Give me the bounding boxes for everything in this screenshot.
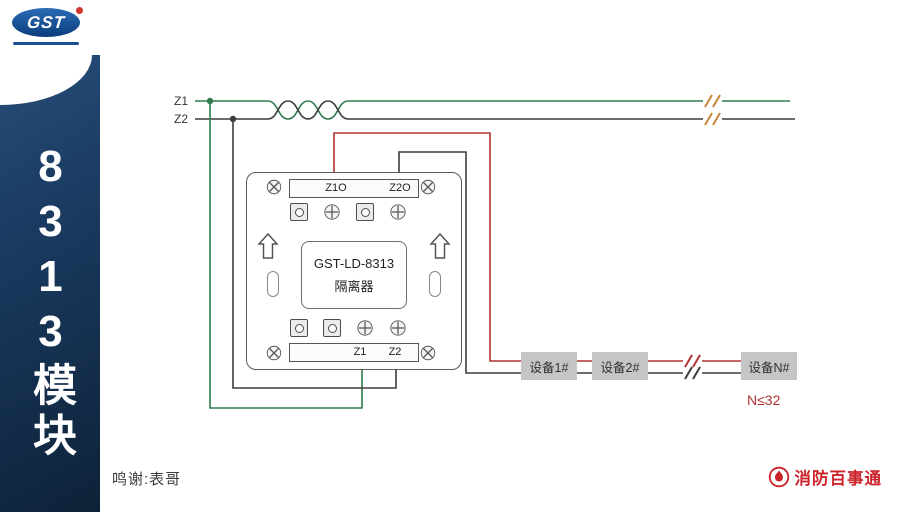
screw-hole [327, 323, 337, 333]
terminal-screw-cross-icon [357, 320, 373, 336]
device-box-1: 设备1# [521, 352, 577, 380]
module-type: 隔离器 [334, 278, 374, 294]
twisted-pair-green [267, 100, 349, 120]
screw-hole [360, 207, 370, 217]
corner-screw-icon [420, 345, 436, 361]
brand-logo: 消防百事通 [768, 465, 883, 489]
terminal-screw-cross-icon [390, 320, 406, 336]
top-terminal-bar: Z1O Z2O [289, 179, 419, 198]
bottom-terminal-bar: Z1 Z2 [289, 343, 419, 362]
logo-subtext-bar [13, 42, 79, 45]
bus-label-z1: Z1 [173, 94, 188, 108]
device-box-2: 设备2# [592, 352, 648, 380]
gst-logo-text: GST [26, 12, 67, 32]
gst-logo-oval: GST [12, 8, 80, 37]
credit-text: 鸣谢:表哥 [112, 471, 182, 488]
terminal-label-z2o: Z2O [389, 182, 411, 194]
sidebar-curve [0, 55, 92, 105]
chain-dark-break-mark [684, 366, 701, 380]
z2-break-mark [704, 112, 721, 126]
up-arrow-icon [257, 232, 279, 259]
mount-slot [429, 271, 441, 297]
mount-slot [267, 271, 279, 297]
z1-junction-dot [206, 97, 214, 105]
terminal-screw-box [323, 319, 341, 337]
screw-hole [294, 207, 304, 217]
device-count-note: N≤32 [747, 392, 781, 408]
module-model: GST-LD-8313 [313, 255, 395, 271]
gst-logo: GST [0, 0, 100, 55]
isolator-module: Z1O Z2O GST-LD-8313 隔离器 [246, 172, 462, 370]
bus-label-z2: Z2 [173, 112, 188, 126]
terminal-screw-box [356, 203, 374, 221]
z1-break-mark [704, 94, 721, 108]
screw-hole [294, 323, 304, 333]
terminal-label-z1o: Z1O [325, 182, 347, 194]
device-box-n: 设备N# [741, 352, 797, 380]
terminal-screw-cross-icon [324, 204, 340, 220]
terminal-screw-box [290, 203, 308, 221]
sidebar-vertical-title: 8313模块 [26, 142, 75, 462]
sidebar: GST 8313模块 [0, 0, 100, 512]
module-nameplate: GST-LD-8313 隔离器 [301, 241, 407, 309]
fire-brand-icon [768, 466, 789, 488]
z2-junction-dot [229, 115, 237, 123]
terminal-screw-box [290, 319, 308, 337]
terminal-label-z1: Z1 [353, 346, 367, 358]
corner-screw-icon [266, 179, 282, 195]
twisted-pair-dark [267, 100, 349, 120]
up-arrow-icon [429, 232, 451, 259]
terminal-screw-cross-icon [390, 204, 406, 220]
logo-red-dot-icon [76, 7, 83, 14]
corner-screw-icon [266, 345, 282, 361]
corner-screw-icon [420, 179, 436, 195]
brand-name: 消防百事通 [794, 470, 882, 488]
chain-red-break-mark [684, 354, 701, 368]
terminal-label-z2: Z2 [388, 346, 402, 358]
